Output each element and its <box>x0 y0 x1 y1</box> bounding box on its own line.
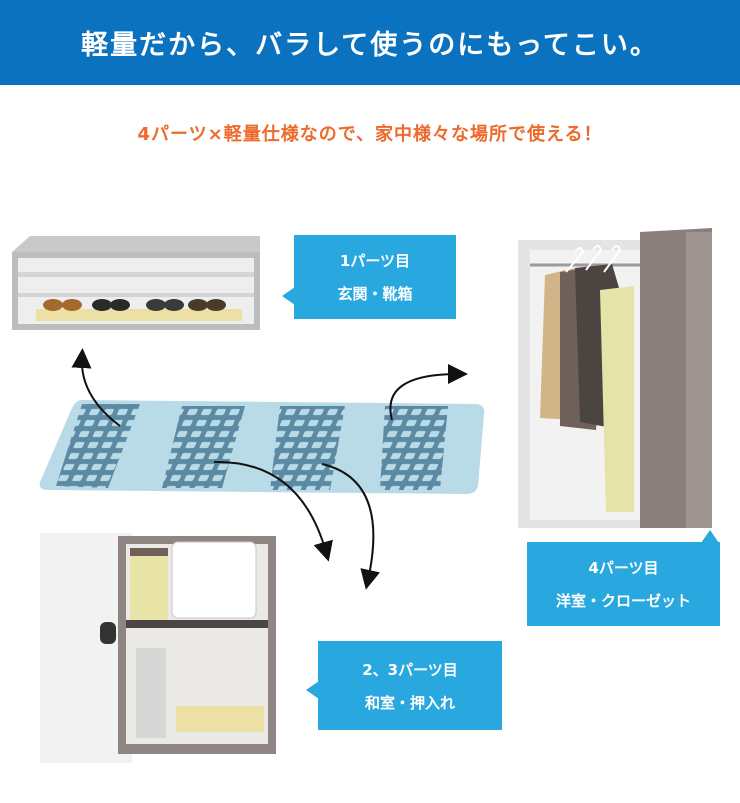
callout-part-4: 4パーツ目 洋室・クローゼット <box>527 530 720 626</box>
callout-part-1: 1パーツ目 玄関・靴箱 <box>282 235 456 319</box>
arrow-icon <box>321 463 380 590</box>
arrow-icon <box>71 348 121 427</box>
arrow-icon <box>389 364 468 421</box>
arrows <box>71 348 468 590</box>
arrow-icon <box>213 460 333 562</box>
cushion-mat-illustration <box>39 400 485 494</box>
callout-part-1-line2: 玄関・靴箱 <box>337 285 413 303</box>
page-header-banner: 軽量だから、バラして使うのにもってこい。 <box>0 0 740 85</box>
subheading: 4パーツ×軽量仕様なので、家中様々な場所で使える！ <box>137 124 603 145</box>
callout-part-2-3-line1: 2、3パーツ目 <box>362 660 458 679</box>
shoe-cabinet-illustration <box>12 236 260 330</box>
callout-part-2-3: 2、3パーツ目 和室・押入れ <box>306 641 502 730</box>
callout-part-1-line1: 1パーツ目 <box>339 252 411 270</box>
hangers-icon <box>565 245 622 273</box>
shoes-icon <box>43 299 226 311</box>
page-title: 軽量だから、バラして使うのにもってこい。 <box>81 30 659 61</box>
callout-part-4-line1: 4パーツ目 <box>588 559 659 577</box>
callout-part-2-3-line2: 和室・押入れ <box>364 693 455 712</box>
callout-part-4-line2: 洋室・クローゼット <box>555 592 691 610</box>
handle-icon <box>100 622 116 644</box>
oshiire-illustration <box>40 533 276 763</box>
closet-illustration <box>518 228 712 528</box>
